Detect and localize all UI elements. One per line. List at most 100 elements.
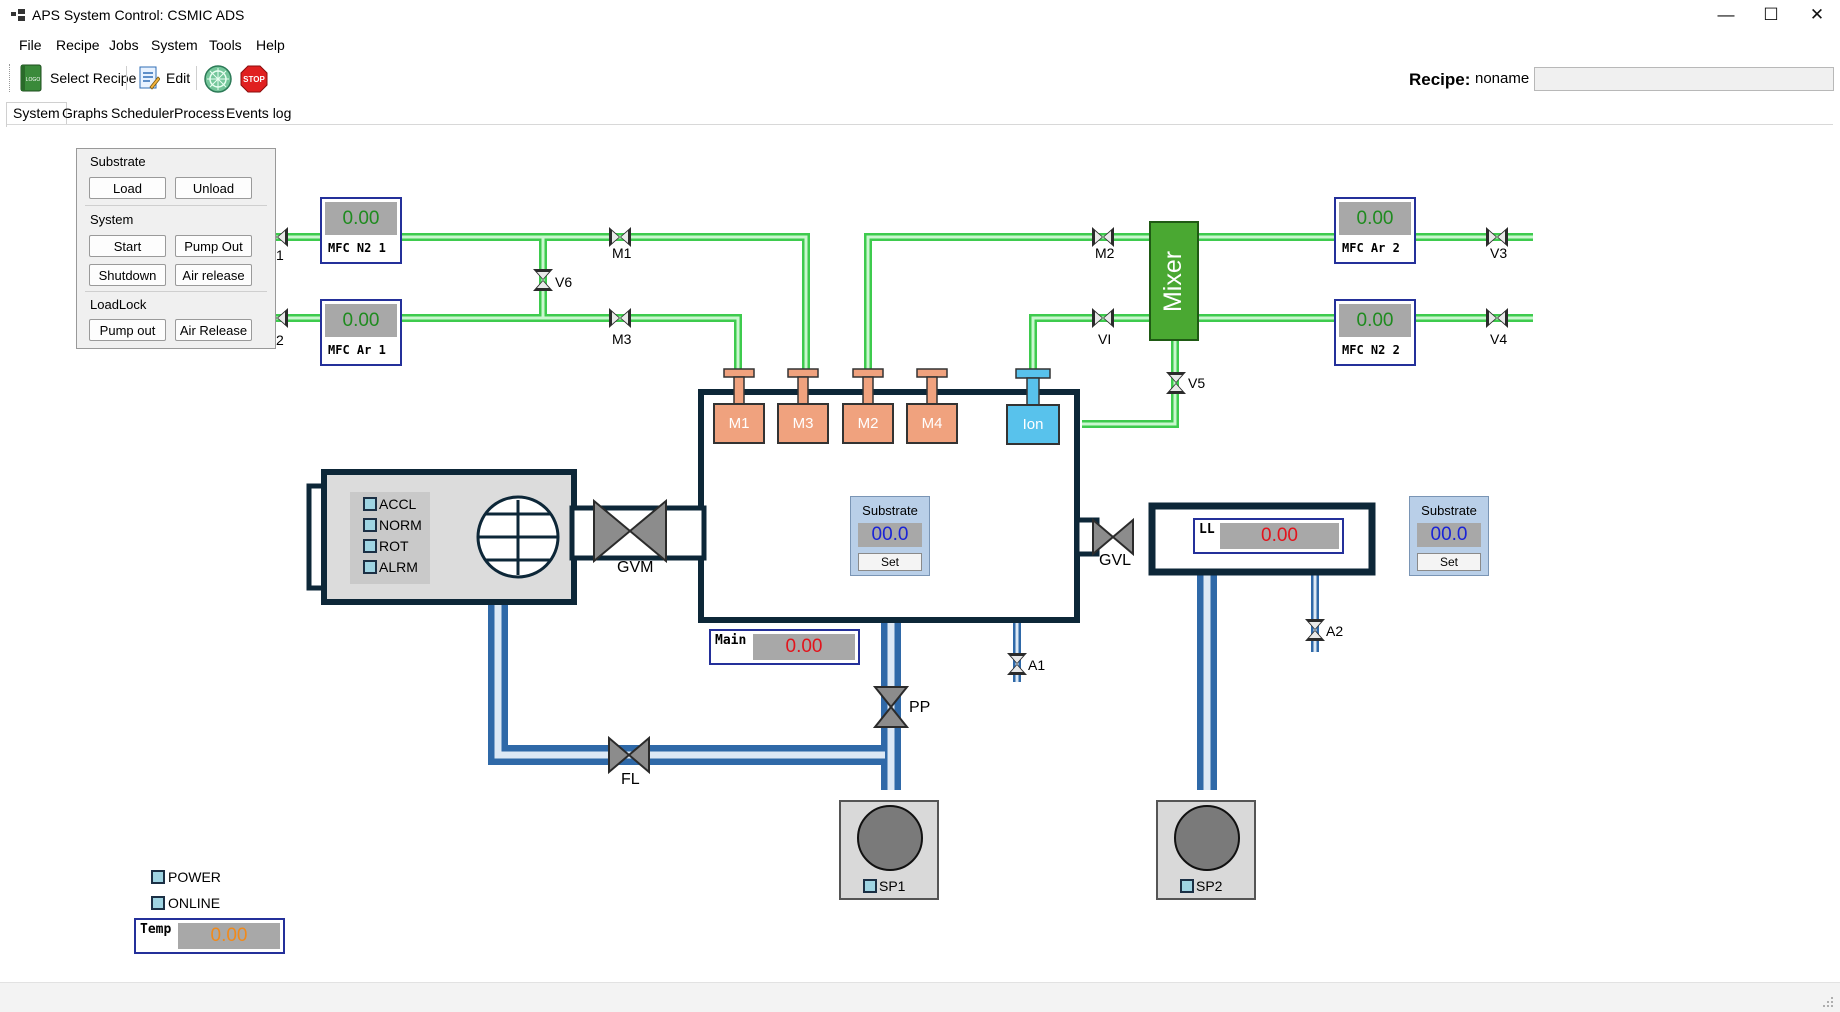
tab-scheduler[interactable]: Scheduler xyxy=(111,105,175,121)
unload-button[interactable]: Unload xyxy=(175,177,252,199)
sp1-pump-icon xyxy=(857,805,923,871)
mfc-ar-2-display: 0.00 MFC Ar 2 xyxy=(1334,197,1416,264)
tab-events-log[interactable]: Events log xyxy=(226,105,292,121)
pp-valve-label: PP xyxy=(909,699,931,716)
v2-valve-label: 2 xyxy=(276,332,284,348)
window-title: APS System Control: CSMIC ADS xyxy=(32,7,245,23)
air-release-button[interactable]: Air release xyxy=(175,264,252,286)
fl-valve-label: FL xyxy=(621,771,640,788)
vi-valve-label: VI xyxy=(1098,331,1112,347)
sp2-indicator xyxy=(1180,879,1194,893)
menu-recipe[interactable]: Recipe xyxy=(56,37,100,53)
m1-valve[interactable] xyxy=(609,227,631,247)
norm-indicator xyxy=(363,518,377,532)
edit-label: Edit xyxy=(166,70,191,86)
gvl-valve[interactable] xyxy=(1092,517,1134,557)
main-substrate-set-button[interactable]: Set xyxy=(858,553,922,571)
loadlock-air-release-button[interactable]: Air Release xyxy=(175,319,252,341)
recipe-field[interactable] xyxy=(1534,67,1834,91)
tab-process[interactable]: Process xyxy=(174,105,225,121)
vi-valve[interactable] xyxy=(1092,308,1114,328)
menu-system[interactable]: System xyxy=(151,37,198,53)
sp2-pump-icon xyxy=(1174,805,1240,871)
source-m2-label: M2 xyxy=(857,415,879,432)
main-substrate-control: Substrate 00.0 Set xyxy=(850,496,930,576)
tab-graphs[interactable]: Graphs xyxy=(62,105,108,121)
status-bar xyxy=(0,982,1840,1012)
edit-button[interactable]: Edit xyxy=(138,64,190,92)
ll-gauge-value: 0.00 xyxy=(1220,523,1339,549)
loadlock-pump-out-button[interactable]: Pump out xyxy=(89,319,166,341)
group-divider xyxy=(85,205,267,206)
v6-valve[interactable] xyxy=(533,269,553,291)
power-indicator xyxy=(151,870,165,884)
norm-label: NORM xyxy=(379,517,422,533)
mfc-ar-2-value: 0.00 xyxy=(1339,202,1411,235)
select-recipe-button[interactable]: LOGO Select Recipe xyxy=(18,63,136,93)
start-button[interactable]: Start xyxy=(89,235,166,257)
v5-valve[interactable] xyxy=(1166,372,1186,394)
shutdown-button[interactable]: Shutdown xyxy=(89,264,166,286)
loadlock-substrate-set-button[interactable]: Set xyxy=(1417,553,1481,571)
book-icon-text: LOGO xyxy=(26,77,41,83)
fl-valve[interactable] xyxy=(608,735,650,775)
group-divider xyxy=(85,291,267,292)
run-gear-icon[interactable] xyxy=(203,64,233,94)
v3-valve-label: V3 xyxy=(1490,245,1508,261)
minimize-button[interactable]: — xyxy=(1717,5,1735,24)
maximize-button[interactable]: ☐ xyxy=(1763,5,1779,24)
recipe-label: Recipe: xyxy=(1409,70,1471,89)
ion-source-label: Ion xyxy=(1022,416,1044,433)
source-guns xyxy=(713,368,958,444)
menu-jobs[interactable]: Jobs xyxy=(109,37,139,53)
m3-valve-label: M3 xyxy=(612,331,632,347)
ll-pressure-gauge: LL 0.00 xyxy=(1193,518,1344,554)
app-icon xyxy=(11,9,25,21)
sp1-label: SP1 xyxy=(879,878,906,894)
accl-label: ACCL xyxy=(379,496,417,512)
loadlock-group-title: LoadLock xyxy=(90,297,147,312)
online-label: ONLINE xyxy=(168,895,221,911)
close-button[interactable]: ✕ xyxy=(1809,5,1825,24)
sp2-label: SP2 xyxy=(1196,878,1223,894)
pp-valve[interactable] xyxy=(872,686,910,728)
turbo-rotor-icon xyxy=(476,495,560,579)
recipe-name: noname xyxy=(1475,70,1530,87)
source-m1-label: M1 xyxy=(728,415,750,432)
source-m4-label: M4 xyxy=(921,415,943,432)
m3-valve[interactable] xyxy=(609,308,631,328)
pump-out-button[interactable]: Pump Out xyxy=(175,235,252,257)
accl-indicator xyxy=(363,497,377,511)
gvl-valve-label: GVL xyxy=(1099,552,1132,569)
load-button[interactable]: Load xyxy=(89,177,166,199)
menu-help[interactable]: Help xyxy=(256,37,285,53)
online-indicator xyxy=(151,896,165,910)
v5-valve-label: V5 xyxy=(1188,375,1206,391)
m1-valve-label: M1 xyxy=(612,245,632,261)
resize-grip-icon[interactable] xyxy=(1822,996,1834,1008)
mixer-box xyxy=(1149,221,1199,341)
a2-valve[interactable] xyxy=(1305,619,1325,641)
a1-valve[interactable] xyxy=(1007,653,1027,675)
mixer-label-wrap: Mixer xyxy=(1150,222,1198,340)
gas-lines xyxy=(275,233,1533,428)
mfc-n2-1-label: MFC N2 1 xyxy=(328,241,386,255)
stop-icon[interactable]: STOP xyxy=(240,65,268,93)
gvm-valve-label: GVM xyxy=(617,559,654,576)
mfc-n2-1-display: 0.00 MFC N2 1 xyxy=(320,197,402,264)
edit-document-icon xyxy=(139,66,160,90)
v4-valve[interactable] xyxy=(1486,308,1508,328)
loadlock-substrate-value: 00.0 xyxy=(1417,523,1481,547)
menu-file[interactable]: File xyxy=(19,37,42,53)
select-recipe-label: Select Recipe xyxy=(50,70,137,86)
rot-indicator xyxy=(363,539,377,553)
m2-valve[interactable] xyxy=(1092,227,1114,247)
source-m3-label: M3 xyxy=(792,415,814,432)
v6-valve-label: V6 xyxy=(555,274,573,290)
title-bar: APS System Control: CSMIC ADS — ☐ ✕ xyxy=(0,0,1840,30)
gvm-valve[interactable] xyxy=(593,498,667,564)
substrate-group-title: Substrate xyxy=(90,154,146,169)
tab-system[interactable]: System xyxy=(6,102,67,127)
v3-valve[interactable] xyxy=(1486,227,1508,247)
menu-tools[interactable]: Tools xyxy=(209,37,242,53)
